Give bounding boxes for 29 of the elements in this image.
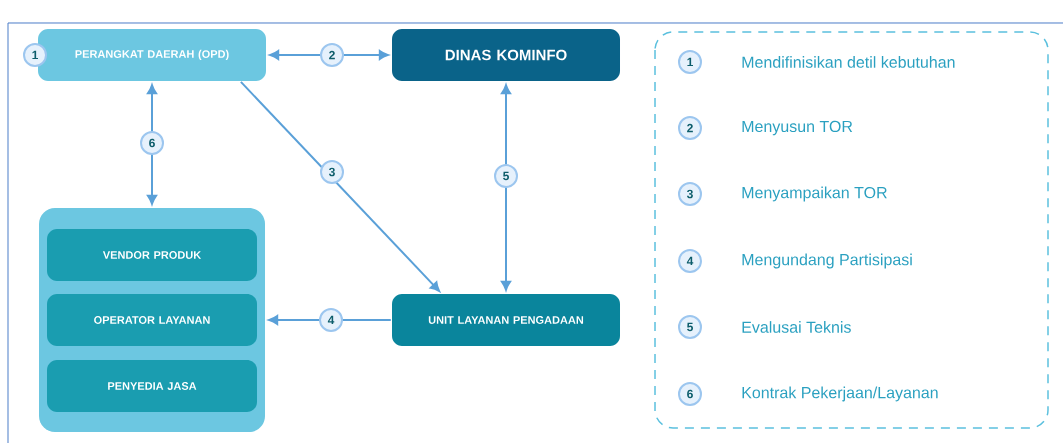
- edge-label: 5: [494, 164, 518, 188]
- arrow: [268, 315, 392, 325]
- legend-text: Evalusai Teknis: [742, 321, 851, 333]
- legend-text: Kontrak Pekerjaan/Layanan: [742, 386, 938, 402]
- legend-text: Menyusun TOR: [742, 120, 853, 136]
- step-badge: 6: [678, 382, 702, 406]
- arrow: [269, 50, 389, 60]
- edge-label: 3: [320, 160, 344, 184]
- process-box: OPERATOR LAYANAN: [47, 294, 257, 346]
- step-badge: 1: [23, 43, 47, 67]
- process-box: PERANGKAT DAERAH (OPD): [38, 29, 266, 81]
- step-badge: 1: [678, 50, 702, 74]
- step-badge: 4: [678, 249, 702, 273]
- edge-label: 6: [140, 131, 164, 155]
- arrow: [147, 84, 157, 205]
- process-box: UNIT LAYANAN PENGADAAN: [392, 294, 620, 346]
- edge-label: 2: [320, 43, 344, 67]
- process-box: VENDOR PRODUK: [47, 229, 257, 281]
- legend-text: Mendifinisikan detil kebutuhan: [742, 56, 955, 68]
- step-badge: 5: [678, 315, 702, 339]
- edge-label: 4: [319, 308, 343, 332]
- process-box: PENYEDIA JASA: [47, 360, 257, 412]
- step-badge: 3: [678, 182, 702, 206]
- step-badge: 2: [678, 116, 702, 140]
- arrow: [501, 84, 511, 291]
- process-box: DINAS KOMINFO: [392, 29, 620, 81]
- legend-text: Menyampaikan TOR: [742, 186, 887, 202]
- arrow: [239, 80, 440, 292]
- legend-text: Mengundang Partisipasi: [742, 253, 912, 269]
